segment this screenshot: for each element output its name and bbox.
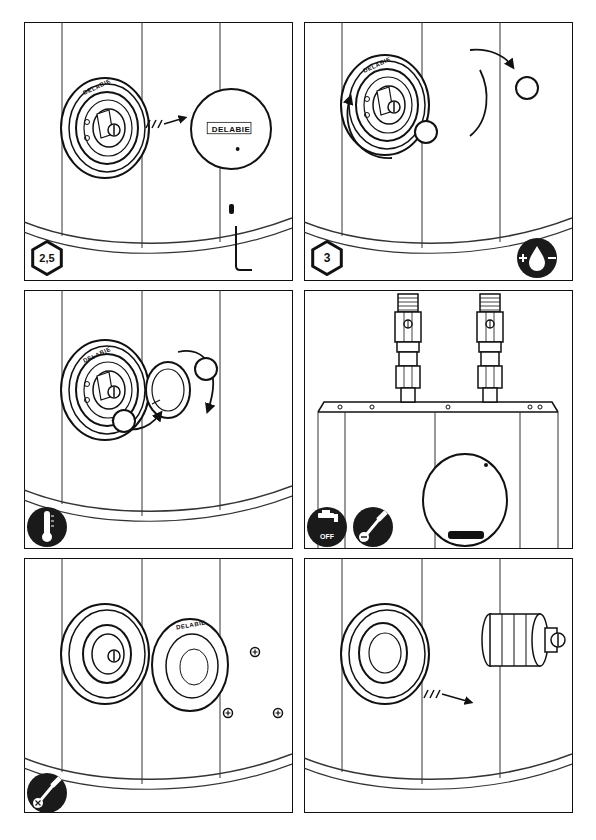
brand-marking: DELABIE: [362, 56, 392, 74]
brand-marking: DELABIE: [176, 619, 206, 630]
key-size: 2,5: [39, 252, 54, 264]
key-size: 3: [324, 251, 331, 265]
water-off-badge: OFF: [307, 507, 347, 547]
hex-key-badge: 2,5: [29, 240, 65, 276]
off-text: OFF: [320, 533, 334, 540]
brand-name: DELABIE: [212, 125, 251, 134]
hex-key-badge: 3: [309, 240, 345, 276]
brand-marking: DELABIE: [82, 346, 112, 364]
cap-disc: DELABIE: [190, 88, 272, 170]
brand-marking: DELABIE: [82, 78, 112, 96]
